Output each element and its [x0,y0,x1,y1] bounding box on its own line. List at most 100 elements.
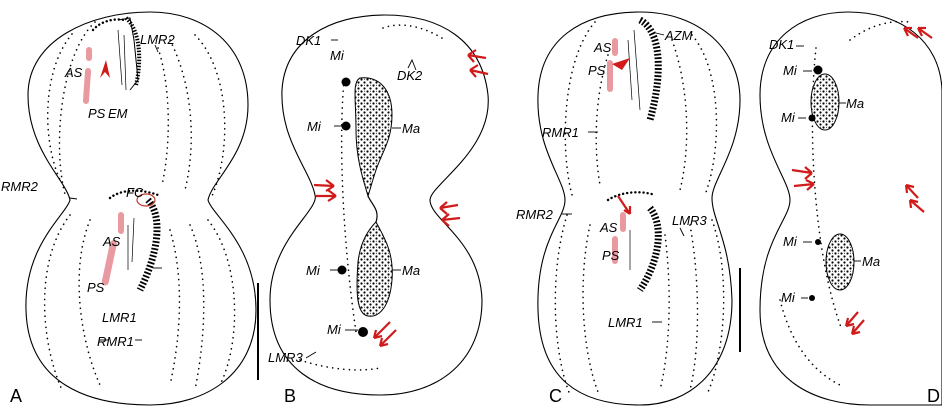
kinety [608,192,655,200]
arrow-red [316,190,336,201]
macronucleus [811,74,839,130]
arrowhead-red [612,58,630,70]
label-ps: PS [88,106,106,121]
label-lmr3: LMR3 [672,213,707,228]
label-ps: PS [588,63,606,78]
as-highlight-lower [620,212,626,232]
arrow-red [910,200,924,212]
micronucleus [809,115,816,122]
arrow-red [314,180,334,191]
kinety [342,80,356,332]
adoral-zone-lower [128,200,157,290]
label-mi: Mi [781,290,796,305]
micronucleus [338,266,347,275]
arrow-red [440,202,458,214]
label-mi: Mi [306,263,321,278]
arrow-red [380,330,396,346]
label-ma: Ma [862,254,880,269]
micronucleus [342,78,351,87]
kinety [565,22,595,195]
kinety [45,215,70,390]
label-mi: Mi [781,110,796,125]
cell-outline-a [26,12,256,405]
panel-c: AS AZM PS RMR1 RMR2 LMR3 AS PS LMR1 C [516,12,740,406]
arrow-red [846,312,858,326]
label-as: AS [593,40,612,55]
kinety [300,360,380,370]
kinety [170,230,179,385]
label-mi: Mi [307,119,322,134]
kinety [170,40,191,190]
micronucleus [342,122,351,131]
as-highlight-upper [86,47,92,61]
label-ma: Ma [402,121,420,136]
panel-d: DK1 Mi Ma Mi Mi Ma Mi D [760,12,942,406]
macronucleus-lower [357,222,392,316]
kinety [190,225,204,390]
label-rmr2: RMR2 [516,207,554,222]
panel-a: AS LMR2 PS EM RMR2 FC AS PS LMR1 RMR1 A [1,12,258,406]
label-ma: Ma [402,263,420,278]
kinety [690,225,698,390]
as-highlight-upper [612,38,618,56]
cell-outline-c [538,12,740,405]
label-ps: PS [602,248,620,263]
panel-letter: C [549,386,562,406]
panel-b: DK1 Mi DK2 Mi Ma Mi Ma Mi LMR3 B [268,15,488,406]
panel-letter: D [927,386,940,406]
arrow-red [618,196,630,214]
label-as: AS [64,65,83,80]
arrow-red [374,322,390,338]
adoral-zone-upper [628,20,658,120]
label-mi: Mi [783,63,798,78]
label-em: EM [108,106,128,121]
adoral-zone-lower [630,208,658,290]
kinety [93,19,124,30]
arrow-red [792,167,812,179]
arrow-red [852,320,864,334]
label-as: AS [102,234,121,249]
arrow-red [442,214,460,226]
arrow-red [470,65,488,77]
arrow-red [794,180,814,190]
as-highlight-lower [118,212,124,234]
label-mi: Mi [330,48,345,63]
panel-letter: A [10,386,22,406]
ps-highlight-upper [83,68,91,104]
label-fc: FC [126,185,144,200]
label-rmr1: RMR1 [97,334,134,349]
arrow-red [918,28,932,38]
label-mi: Mi [327,322,342,337]
kinety [79,220,100,385]
kinety [383,25,445,40]
panel-letter: B [284,386,296,406]
label-mi: Mi [783,234,798,249]
ps-highlight-upper [607,60,613,92]
label-dk1: DK1 [769,37,794,52]
kinety [780,300,840,385]
micronucleus [814,66,823,75]
label-dk2: DK2 [397,68,423,83]
label-dk1: DK1 [296,33,321,48]
kinety [195,35,225,196]
adoral-zone-upper [118,18,139,90]
label-lmr1: LMR1 [608,315,643,330]
label-rmr1: RMR1 [542,125,579,140]
kinety [583,225,598,392]
micronucleus [358,327,368,337]
arrow-red [468,50,486,62]
kinety [672,40,687,190]
label-azm: AZM [664,28,693,43]
micronucleus [809,295,815,301]
label-ma: Ma [846,96,864,111]
label-as: AS [599,220,618,235]
micronucleus [815,239,821,245]
kinety [555,215,570,395]
arrow-red [906,185,918,198]
kinety [660,235,669,390]
label-ps: PS [87,280,105,295]
macronucleus-upper [355,78,392,196]
connector [368,196,377,222]
kinety [158,48,168,185]
